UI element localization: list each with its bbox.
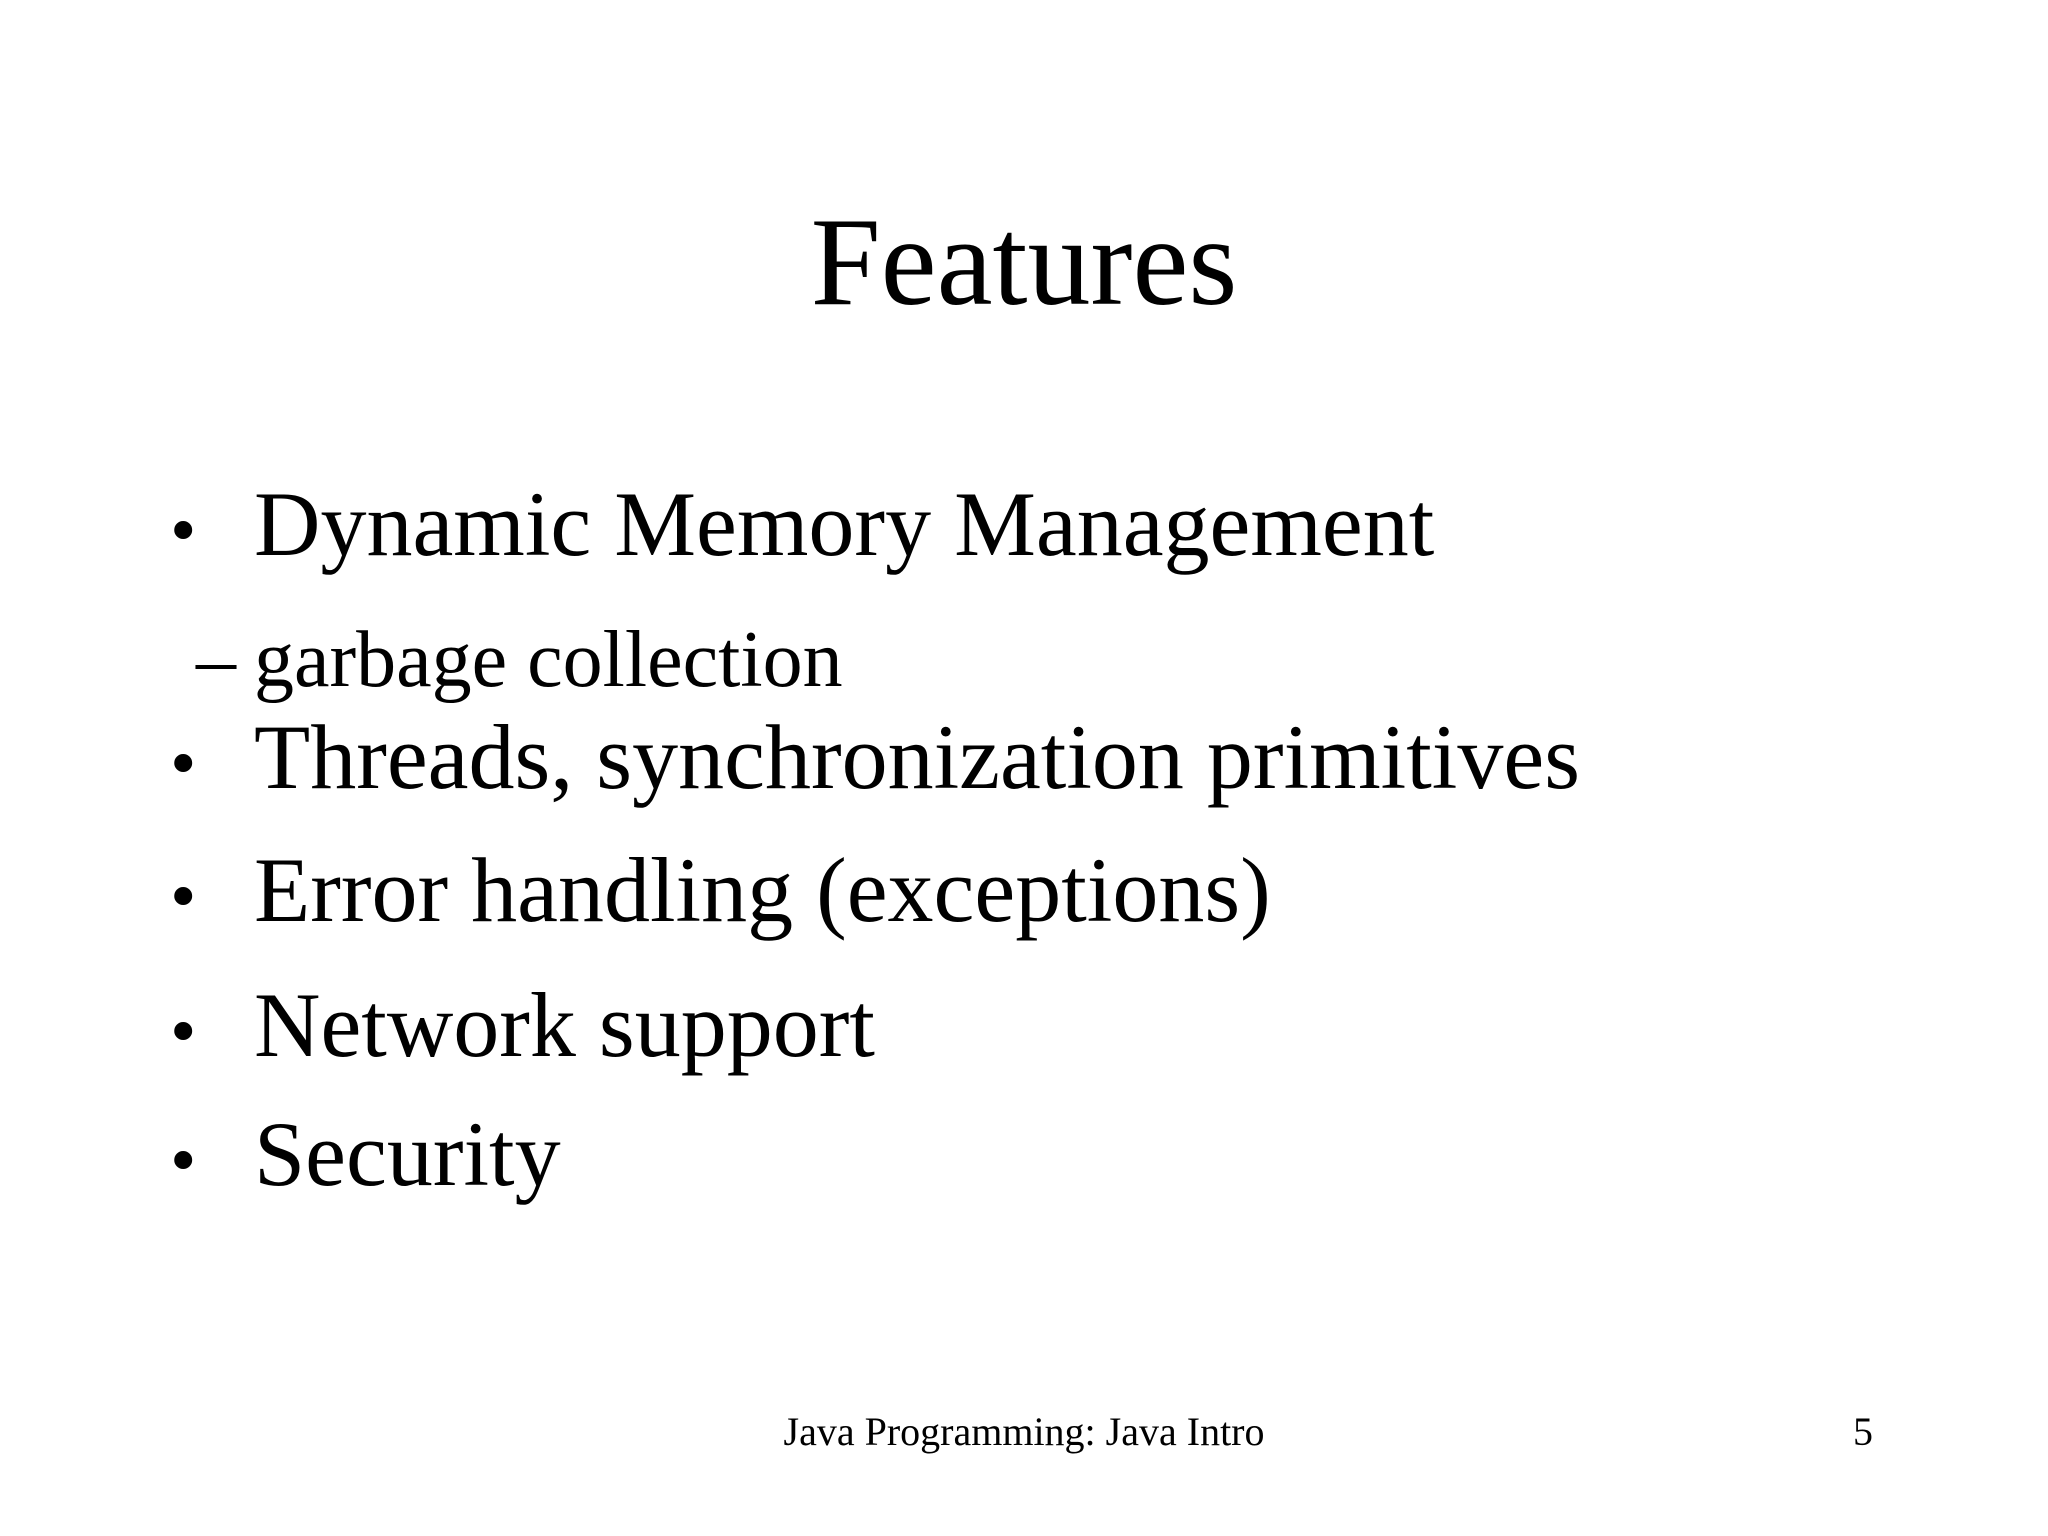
slide-title: Features	[810, 193, 1238, 332]
bullet-text: Network support	[254, 974, 875, 1076]
bullet-item-dynamic-memory: • Dynamic Memory Management	[170, 478, 1434, 570]
sub-bullet-item-garbage-collection: – garbage collection	[196, 620, 843, 700]
page-number: 5	[1853, 1409, 1873, 1454]
bullet-dot-icon: •	[170, 722, 197, 805]
bullet-text: Dynamic Memory Management	[254, 473, 1435, 575]
bullet-item-error-handling: • Error handling (exceptions)	[170, 844, 1271, 936]
bullet-item-security: • Security	[170, 1108, 561, 1200]
bullet-text: Error handling (exceptions)	[254, 839, 1271, 941]
bullet-item-threads: • Threads, synchronization primitives	[170, 711, 1580, 803]
bullet-text: Security	[254, 1103, 561, 1205]
footer-text: Java Programming: Java Intro	[783, 1409, 1265, 1454]
bullet-dot-icon: •	[170, 990, 197, 1073]
dash-bullet-icon: –	[196, 616, 236, 704]
bullet-dot-icon: •	[170, 489, 197, 572]
bullet-item-network-support: • Network support	[170, 979, 875, 1071]
sub-bullet-text: garbage collection	[254, 616, 843, 704]
bullet-dot-icon: •	[170, 855, 197, 938]
bullet-dot-icon: •	[170, 1119, 197, 1202]
bullet-text: Threads, synchronization primitives	[254, 706, 1581, 808]
